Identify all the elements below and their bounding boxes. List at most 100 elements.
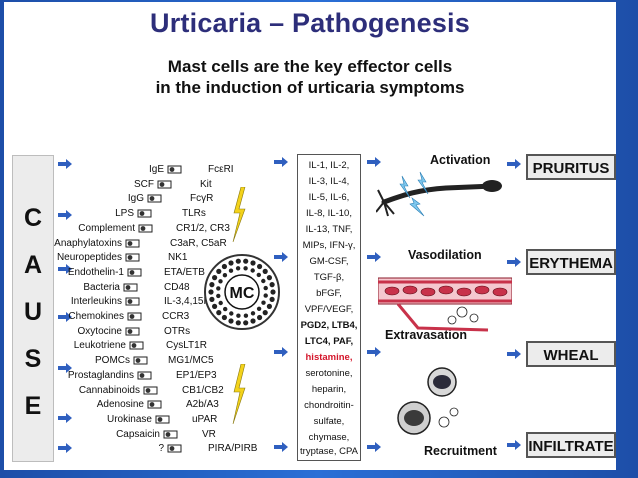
symptom-infiltrate: INFILTRATE xyxy=(526,432,616,458)
leukocyte-illustration xyxy=(397,367,459,435)
granule xyxy=(257,314,263,321)
receptor-icon xyxy=(125,253,140,262)
ligand-label: Chemokines xyxy=(68,311,124,322)
mediator-line-highlight: histamine, xyxy=(305,352,353,363)
arrow-right-icon xyxy=(58,413,72,423)
cause-letter: U xyxy=(23,298,43,326)
mediator-line: TGF-β, xyxy=(313,272,345,283)
receptor-label: C3aR, C5aR xyxy=(170,237,227,249)
granule xyxy=(216,310,222,316)
granule xyxy=(209,282,215,288)
symptom-pruritus: PRURITUS xyxy=(526,154,616,180)
granule xyxy=(256,306,262,311)
receptor-label: CysLT1R xyxy=(166,340,207,352)
granule xyxy=(228,268,234,273)
ligand-label: IgG xyxy=(127,193,144,205)
arrow-right-icon xyxy=(507,440,521,450)
lightning-bolt-icon xyxy=(232,187,246,242)
ligand-label: IgE xyxy=(148,164,164,175)
mediators-box: IL-1, IL-2, IL-3, IL-4, IL-5, IL-6, IL-8… xyxy=(297,154,361,461)
receptor-label: NK1 xyxy=(168,252,188,264)
ligand-label: Prostaglandins xyxy=(67,369,134,381)
receptor-icon xyxy=(137,371,152,380)
receptor-icon xyxy=(137,209,152,218)
granule xyxy=(269,296,275,302)
receptor-label: CR1/2, CR3 xyxy=(176,222,230,234)
receptor-label: OTRs xyxy=(164,325,191,337)
granule xyxy=(261,278,266,284)
cause-letter: C xyxy=(23,204,43,232)
granule xyxy=(243,313,249,318)
granule xyxy=(228,260,234,266)
receptor-label: Kit xyxy=(200,178,212,190)
mediator-line: serotonine, xyxy=(305,368,353,379)
granule xyxy=(212,275,218,281)
receptor-icon xyxy=(127,268,142,277)
granule xyxy=(222,273,228,278)
arrow-right-icon xyxy=(507,159,521,169)
receptor-label: TLRs xyxy=(182,208,206,220)
granule xyxy=(250,260,256,266)
ligand-label: LPS xyxy=(115,208,134,220)
granule xyxy=(243,266,248,271)
granule xyxy=(250,318,256,324)
granule xyxy=(216,268,222,274)
cause-box: C A U S E xyxy=(12,155,54,462)
arrow-right-icon xyxy=(507,349,521,359)
ligand-label: Interleukins xyxy=(70,296,122,308)
mediator-line: chondroitin- xyxy=(304,400,354,411)
blood-vessel-illustration xyxy=(378,277,512,332)
granule xyxy=(243,320,249,326)
cause-letter: S xyxy=(24,345,42,373)
granule xyxy=(266,303,272,309)
granule xyxy=(218,300,223,306)
receptor-label: CCR3 xyxy=(162,311,190,322)
granule xyxy=(270,289,276,295)
receptor-icon xyxy=(155,415,170,424)
granule xyxy=(223,306,228,312)
ligand-label: Complement xyxy=(78,222,135,234)
receptor-icon xyxy=(129,341,144,350)
granule xyxy=(208,289,214,295)
mediator-line: bFGF, xyxy=(316,288,342,299)
arrow-right-icon xyxy=(58,159,72,169)
granule xyxy=(266,275,272,281)
granule xyxy=(256,272,261,278)
mediator-line: IL-3, IL-4, xyxy=(308,176,350,187)
receptor-label: CD48 xyxy=(164,281,190,293)
granule xyxy=(243,258,249,264)
arrow-right-icon xyxy=(58,264,72,274)
arrow-right-icon xyxy=(507,257,521,267)
mediator-line: heparin, xyxy=(311,384,347,395)
ligand-label: ? xyxy=(158,443,164,455)
granule xyxy=(209,296,215,302)
receptor-label: FcγR xyxy=(190,193,214,205)
receptor-icon xyxy=(167,444,182,453)
mediator-line: IL-8, IL-10, xyxy=(306,208,352,219)
mediator-line: IL-5, IL-6, xyxy=(308,192,350,203)
arrow-right-icon xyxy=(58,210,72,220)
ligand-label: Endothelin-1 xyxy=(67,266,124,278)
mediator-line: VPF/VEGF, xyxy=(304,304,354,315)
receptor-icon xyxy=(167,165,182,174)
symptom-wheal: WHEAL xyxy=(526,341,616,367)
mediator-line: MIPs, IFN-γ, xyxy=(302,240,356,251)
granule xyxy=(250,268,255,273)
granule xyxy=(229,311,234,316)
receptor-label: VR xyxy=(202,428,216,440)
granule xyxy=(235,266,241,271)
arrow-right-icon xyxy=(58,443,72,453)
mediator-line: sulfate, xyxy=(313,416,345,427)
receptor-label: MG1/MC5 xyxy=(168,355,214,367)
arrow-right-icon xyxy=(274,252,288,262)
slide-title: Urticaria – Pathogenesis xyxy=(150,8,470,38)
arrow-right-icon xyxy=(274,442,288,452)
arrow-right-icon xyxy=(274,157,288,167)
receptor-label: EP1/EP3 xyxy=(176,369,217,381)
stage-extravasation: Extravasation xyxy=(385,328,467,342)
subtitle-line-2: in the induction of urticaria symptoms xyxy=(155,78,465,97)
slide: Urticaria – Pathogenesis Mast cells are … xyxy=(4,2,616,470)
receptor-icon xyxy=(143,386,158,394)
granule xyxy=(262,268,268,274)
ligand-label: Oxytocine xyxy=(77,325,122,337)
